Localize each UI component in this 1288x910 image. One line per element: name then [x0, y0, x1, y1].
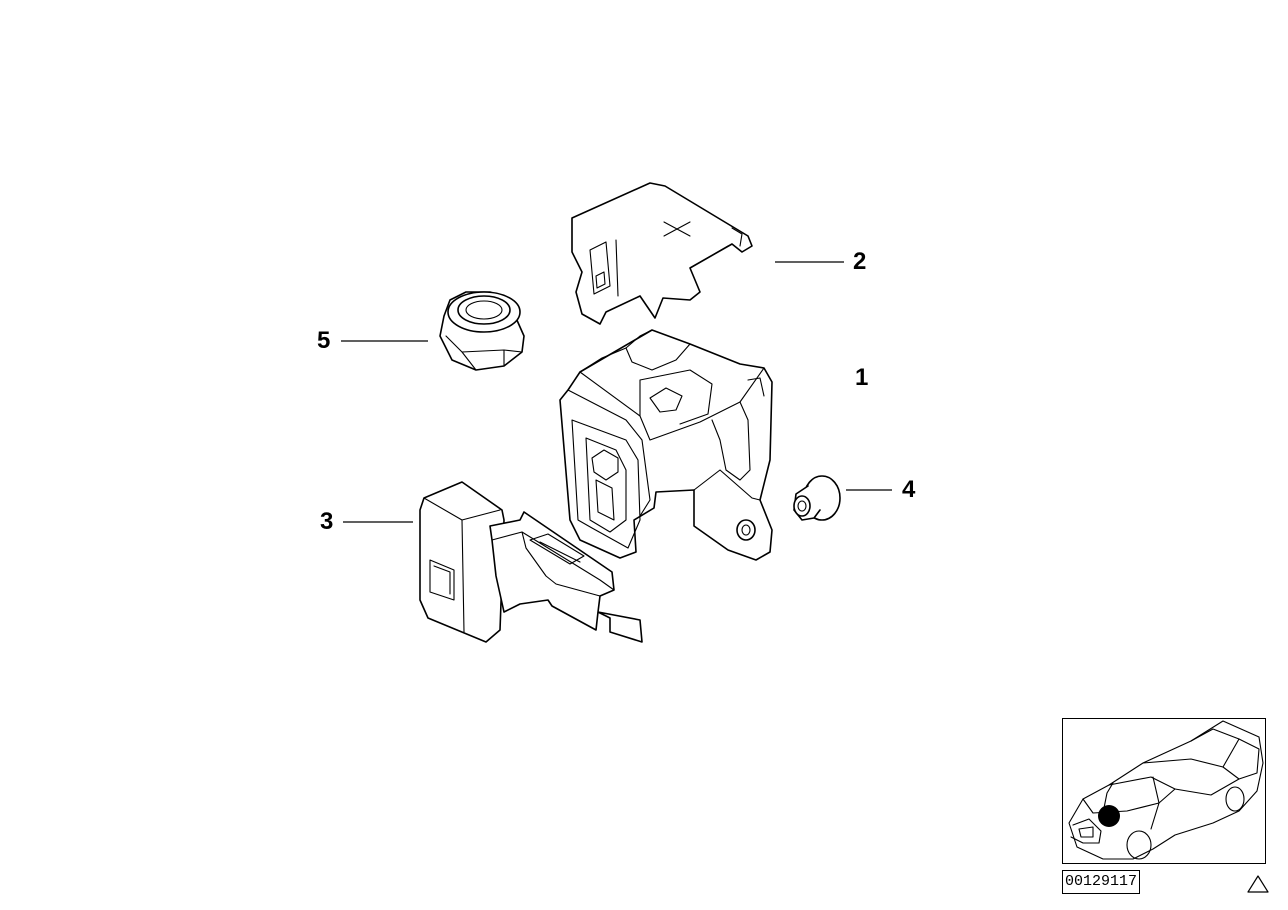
part-1-holder	[559, 329, 773, 561]
document-number: 00129117	[1062, 870, 1141, 894]
part-4-grommet	[793, 475, 841, 521]
part-3-clip	[419, 481, 643, 643]
part-2-cover	[571, 182, 753, 325]
warning-triangle-icon	[1247, 875, 1269, 893]
part-5-nut	[439, 291, 525, 371]
vehicle-location-inset	[1062, 718, 1266, 864]
callout-5: 5	[317, 327, 331, 354]
callout-1: 1	[855, 364, 869, 391]
callout-3: 3	[320, 508, 334, 535]
callout-4: 4	[902, 476, 916, 503]
car-location-icon	[1068, 720, 1264, 860]
callout-2: 2	[853, 248, 867, 275]
